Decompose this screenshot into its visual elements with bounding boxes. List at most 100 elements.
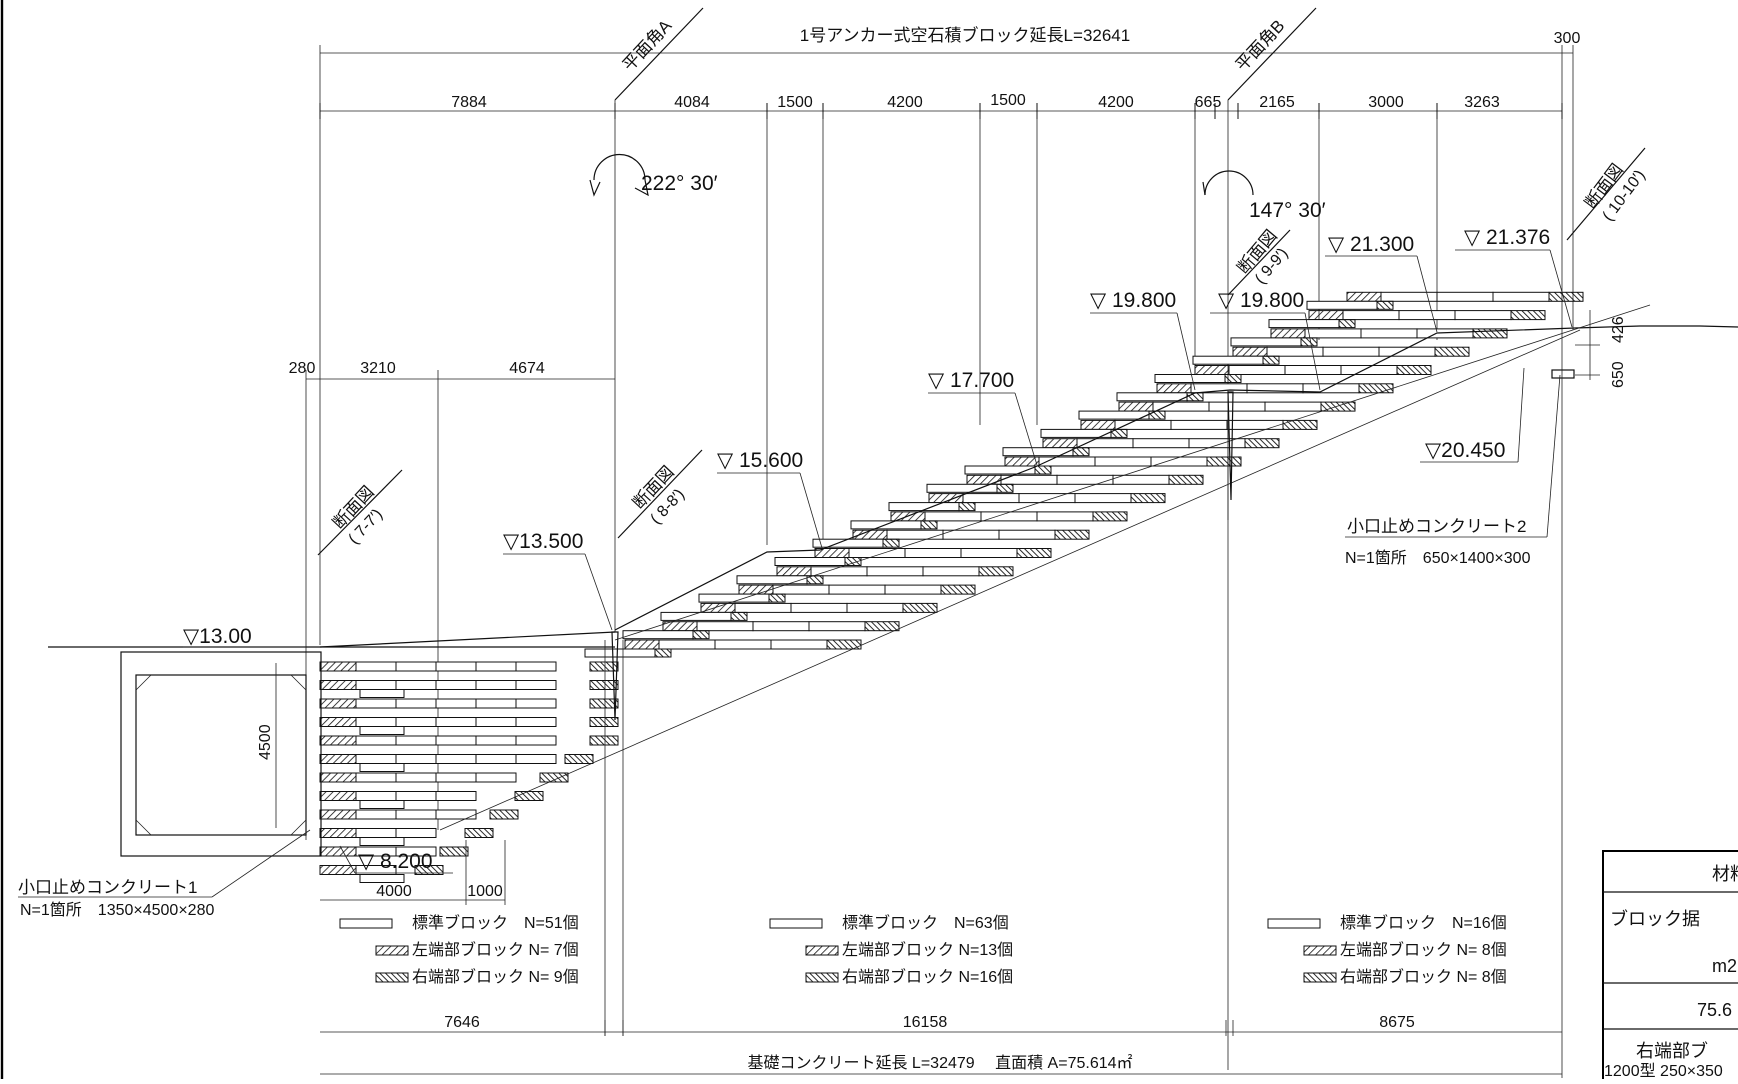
block xyxy=(966,474,1002,485)
legend-swatch xyxy=(375,945,409,956)
block xyxy=(1264,401,1322,412)
left-dimension-chain: 280 3210 4674 xyxy=(289,360,615,840)
block xyxy=(1548,291,1584,302)
block xyxy=(1072,447,1090,457)
legend-entry: 左端部ブロック N=13個 xyxy=(842,940,1013,959)
block xyxy=(589,698,619,709)
level-13-500: ▽13.500 xyxy=(503,530,583,553)
end-concrete-1: 小口止めコンクリート1 N=1箇所 1350×4500×280 xyxy=(18,829,311,919)
block xyxy=(1170,419,1228,430)
block xyxy=(1206,456,1242,467)
dim-1500a: 1500 xyxy=(777,94,813,111)
block xyxy=(1116,392,1188,402)
block xyxy=(1188,438,1246,449)
level-marks: ▽13.00 ▽13.500 ▽ 8.200 ▽ 15.600 ▽ 17.700… xyxy=(183,226,1573,874)
block xyxy=(924,511,982,522)
block xyxy=(1358,383,1394,394)
block xyxy=(1004,456,1040,467)
block xyxy=(1080,419,1116,430)
angle-147: 147° 30′ xyxy=(1202,170,1326,222)
block xyxy=(1300,337,1318,347)
block xyxy=(589,717,619,727)
block xyxy=(1074,493,1132,504)
block xyxy=(1492,291,1550,302)
level-20-450: ▽20.450 xyxy=(1425,439,1505,462)
block xyxy=(1226,419,1284,430)
section-9: 断面図 ( 9-9′) xyxy=(1227,226,1292,296)
table-row5: 1200型 250×350 xyxy=(1604,1062,1723,1079)
dim-7646: 7646 xyxy=(444,1014,480,1031)
block xyxy=(810,566,868,577)
block xyxy=(435,809,477,820)
block xyxy=(1132,438,1190,449)
block xyxy=(1306,300,1378,310)
block xyxy=(435,791,477,801)
block xyxy=(736,575,808,585)
block xyxy=(1110,428,1128,438)
block xyxy=(1034,465,1052,475)
block xyxy=(1284,365,1342,375)
block xyxy=(355,698,397,709)
block xyxy=(359,837,405,846)
block xyxy=(515,754,557,764)
block xyxy=(319,680,357,690)
block xyxy=(355,717,397,727)
legend-swatch xyxy=(805,972,839,983)
material-table: 材料 ブロック据 m2 75.6 右端部ブ 1200型 250×350 xyxy=(1602,850,1738,1082)
end-concrete-1-spec: N=1箇所 1350×4500×280 xyxy=(20,901,214,919)
block xyxy=(1094,456,1152,467)
block xyxy=(319,809,357,820)
block xyxy=(1114,419,1172,430)
bottom-small-dims: 4000 1000 xyxy=(320,840,506,905)
block xyxy=(435,698,477,709)
block xyxy=(475,772,517,783)
block xyxy=(696,621,754,632)
block xyxy=(395,791,437,801)
block xyxy=(515,661,557,672)
level-15-600: ▽ 15.600 xyxy=(717,449,803,472)
end-offset-dim: 300 xyxy=(1554,30,1581,47)
bottom-dimension-chain: 7646 16158 8675 基礎コンクリート延長 L=32479 直面積 A… xyxy=(320,330,1563,1078)
dim-3000: 3000 xyxy=(1368,94,1404,111)
block xyxy=(844,557,862,566)
block xyxy=(489,809,519,820)
legend-entry: 左端部ブロック N= 7個 xyxy=(412,940,579,959)
dim-8675: 8675 xyxy=(1379,1014,1415,1031)
legend-entry: 標準ブロック N=16個 xyxy=(1340,913,1507,932)
angle-147-label: 147° 30′ xyxy=(1249,199,1326,222)
dim-16158: 16158 xyxy=(903,1014,948,1031)
angle-222: 222° 30′ xyxy=(589,153,718,197)
dim-4674: 4674 xyxy=(509,360,545,377)
plan-angle-B: 平面角B xyxy=(1227,7,1317,101)
block xyxy=(1376,300,1394,310)
block xyxy=(1118,401,1154,412)
block xyxy=(714,639,772,650)
end-concrete-2-spec: N=1箇所 650×1400×300 xyxy=(1345,549,1531,567)
block xyxy=(886,529,944,540)
legend-swatch xyxy=(339,918,393,929)
block xyxy=(355,735,397,746)
dim-4200a: 4200 xyxy=(887,94,923,111)
dim-3263: 3263 xyxy=(1464,94,1500,111)
block xyxy=(1092,511,1128,522)
legend-entry: 標準ブロック N=63個 xyxy=(842,913,1009,932)
block xyxy=(964,465,1036,475)
block xyxy=(355,754,397,764)
block xyxy=(1282,419,1318,430)
block xyxy=(1244,438,1280,449)
section-10: 断面図 ( 10-10′) xyxy=(1566,147,1649,241)
block xyxy=(395,661,437,672)
block xyxy=(1342,310,1400,321)
block xyxy=(1322,346,1380,357)
block xyxy=(359,800,405,809)
block xyxy=(1436,291,1494,302)
table-row3: 75.6 xyxy=(1697,1000,1732,1020)
end-concrete-2-name: 小口止めコンクリート2 xyxy=(1347,517,1526,536)
block xyxy=(395,828,437,838)
overall-length-dimension: 1号アンカー式空石積ブロック延長L=32641 300 xyxy=(319,25,1581,645)
block xyxy=(1232,346,1268,357)
block xyxy=(1510,310,1546,321)
block xyxy=(355,809,397,820)
block xyxy=(395,680,437,690)
